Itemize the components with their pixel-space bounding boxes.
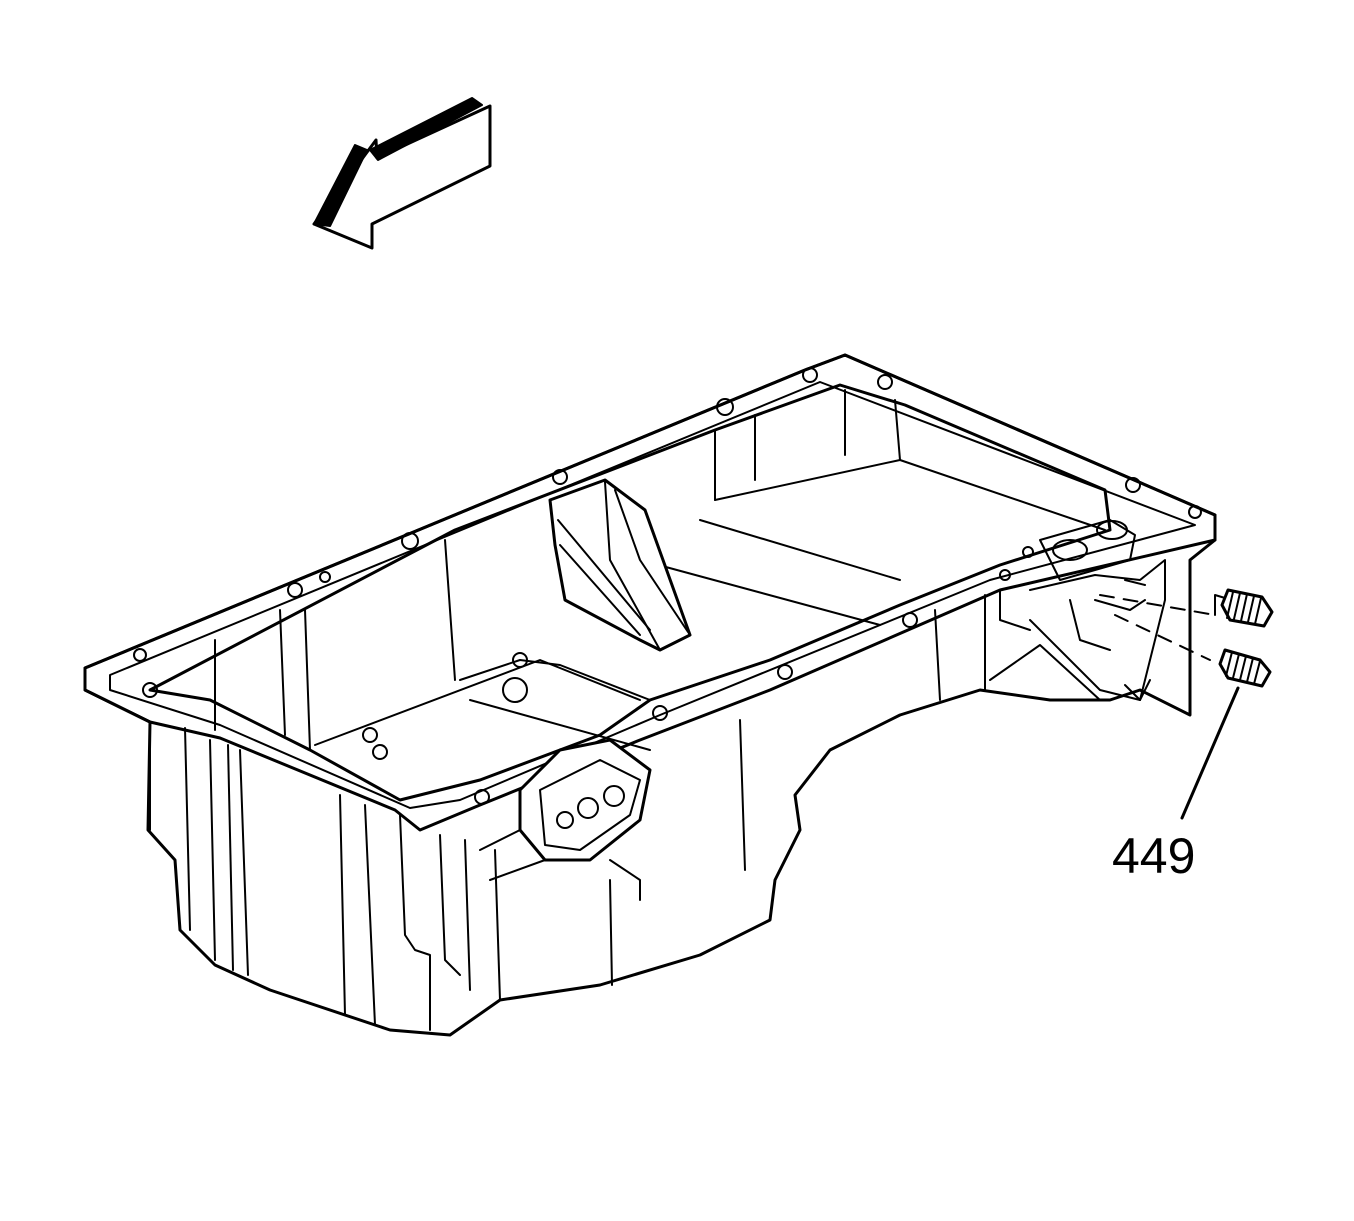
install-path-guides <box>1099 594 1216 661</box>
oil-pan-flange <box>83 353 1217 832</box>
oil-filter-adapter <box>479 738 652 901</box>
callout-449: 449 <box>1112 686 1240 884</box>
oil-pan <box>83 353 1217 1037</box>
oil-pan-rear-boss <box>989 519 1166 701</box>
front-direction-arrow-icon <box>312 97 492 250</box>
callout-label: 449 <box>1112 828 1195 884</box>
oil-pan-sump-body <box>83 353 1217 1037</box>
flange-bolt-holes <box>133 367 1202 805</box>
oil-pan-baffle <box>548 478 692 652</box>
threaded-plug-upper <box>1214 588 1274 628</box>
threaded-plug-lower <box>1218 648 1272 688</box>
oil-pan-inner-wall <box>148 383 1112 802</box>
